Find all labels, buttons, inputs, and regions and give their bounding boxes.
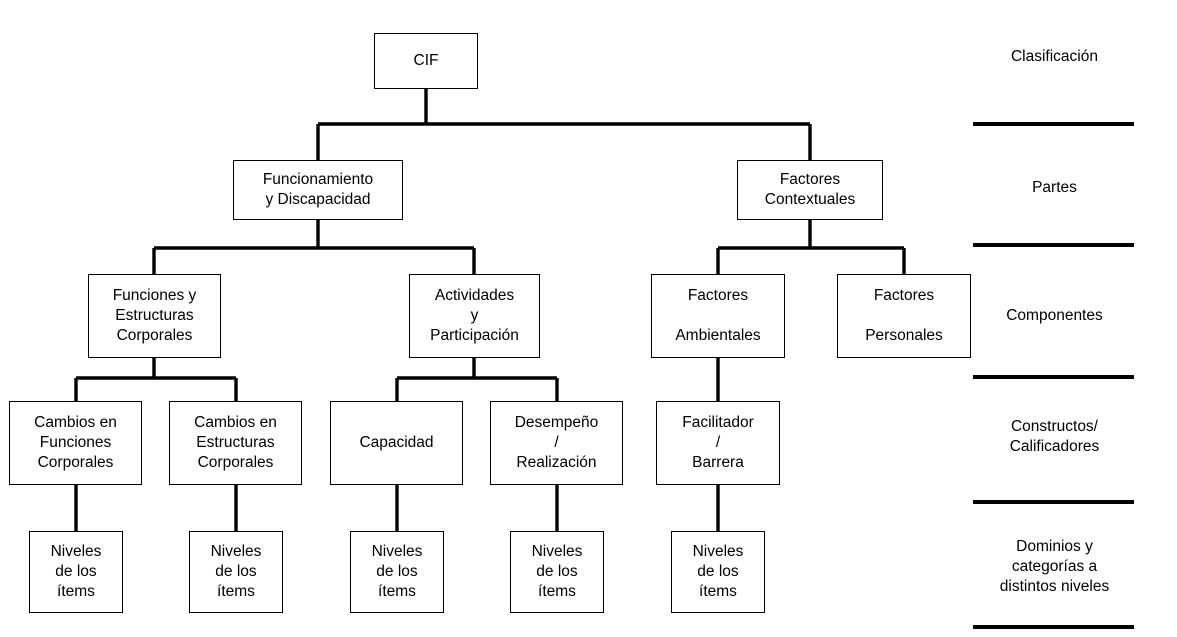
tier-divider-rule-2 (973, 243, 1134, 247)
tier-label-componentes: Componentes (1006, 306, 1103, 324)
tier-label-partes: Partes (1032, 178, 1077, 196)
node-func-disc[interactable]: Funcionamiento y Discapacidad (233, 160, 403, 220)
node-camb-func[interactable]: Cambios en Funciones Corporales (9, 401, 142, 485)
node-cif[interactable]: CIF (374, 33, 478, 89)
tier-label-dominios: Dominios y categorías a distintos nivele… (999, 537, 1110, 596)
node-facil-barr[interactable]: Facilitador / Barrera (656, 401, 780, 485)
tier-divider-rule-1 (973, 122, 1134, 126)
node-capacidad[interactable]: Capacidad (330, 401, 463, 485)
tier-label-constructos: Constructos/ Calificadores (1009, 417, 1100, 455)
node-niv-1[interactable]: Niveles de los ítems (29, 531, 123, 613)
tier-label-clasificacion: Clasificación (1010, 47, 1098, 65)
node-fact-ctx[interactable]: Factores Contextuales (737, 160, 883, 220)
tier-divider-rule-5 (973, 625, 1134, 629)
node-act-part[interactable]: Actividades y Participación (409, 274, 540, 358)
node-niv-2[interactable]: Niveles de los ítems (189, 531, 283, 613)
node-niv-5[interactable]: Niveles de los ítems (671, 531, 765, 613)
node-niv-3[interactable]: Niveles de los ítems (350, 531, 444, 613)
node-niv-4[interactable]: Niveles de los ítems (510, 531, 604, 613)
node-fact-amb[interactable]: Factores Ambientales (651, 274, 785, 358)
node-fact-pers[interactable]: Factores Personales (837, 274, 971, 358)
tier-divider-rule-3 (973, 375, 1134, 379)
node-fun-estr[interactable]: Funciones y Estructuras Corporales (88, 274, 221, 358)
node-desempeno[interactable]: Desempeño / Realización (490, 401, 623, 485)
node-camb-estr[interactable]: Cambios en Estructuras Corporales (169, 401, 302, 485)
tier-divider-rule-4 (973, 500, 1134, 504)
